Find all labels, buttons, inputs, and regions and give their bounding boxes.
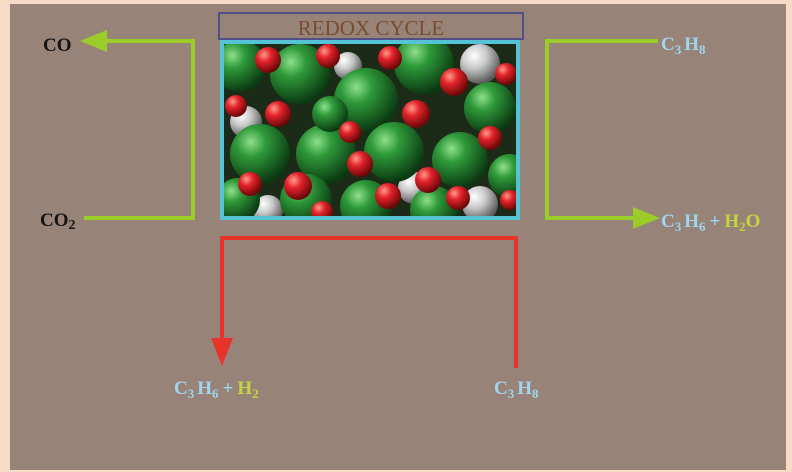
green-atom bbox=[230, 124, 290, 184]
red-atom bbox=[440, 68, 468, 96]
atom-cluster bbox=[224, 44, 516, 216]
red-atom bbox=[339, 121, 361, 143]
green-atom bbox=[312, 96, 348, 132]
white-atom bbox=[253, 195, 283, 216]
red-atom bbox=[255, 47, 281, 73]
red-atom bbox=[446, 186, 470, 210]
green-atom bbox=[432, 132, 488, 188]
red-arrow bbox=[211, 236, 518, 368]
red-atom bbox=[402, 100, 430, 128]
left-green-arrowhead bbox=[80, 30, 107, 52]
white-atom bbox=[462, 186, 498, 216]
green-atom bbox=[224, 44, 266, 92]
red-atom bbox=[415, 167, 441, 193]
green-atom bbox=[364, 122, 424, 182]
green-atom bbox=[334, 68, 398, 132]
red-atom bbox=[225, 95, 247, 117]
image-border bbox=[220, 40, 520, 220]
red-atom bbox=[500, 190, 516, 210]
label-co2: CO2 bbox=[40, 210, 76, 233]
red-atom bbox=[495, 63, 516, 85]
red-atom bbox=[478, 126, 502, 150]
green-atom bbox=[296, 124, 356, 184]
label-co: CO bbox=[43, 35, 72, 56]
right-green-arrowhead bbox=[633, 207, 660, 229]
white-atom bbox=[460, 44, 500, 84]
red-arrowhead bbox=[211, 338, 233, 366]
red-atom bbox=[375, 183, 401, 209]
title-box-border bbox=[218, 12, 524, 40]
red-atom bbox=[316, 44, 340, 68]
title-box: REDOX CYCLE bbox=[218, 12, 524, 40]
title-text: REDOX CYCLE bbox=[298, 16, 444, 40]
red-atom bbox=[347, 151, 373, 177]
red-atom bbox=[311, 201, 333, 216]
green-atom bbox=[410, 186, 458, 216]
green-atom bbox=[270, 44, 330, 104]
red-atom bbox=[284, 172, 312, 200]
red-atom bbox=[265, 101, 291, 127]
oxide-surface-molecular-model bbox=[220, 40, 520, 220]
red-atom bbox=[378, 46, 402, 70]
green-atom bbox=[394, 44, 454, 94]
left-green-arrow bbox=[80, 30, 195, 220]
red-atom bbox=[238, 172, 262, 196]
right-green-arrow bbox=[545, 39, 660, 229]
green-atom bbox=[464, 82, 516, 134]
green-atom bbox=[488, 154, 516, 198]
